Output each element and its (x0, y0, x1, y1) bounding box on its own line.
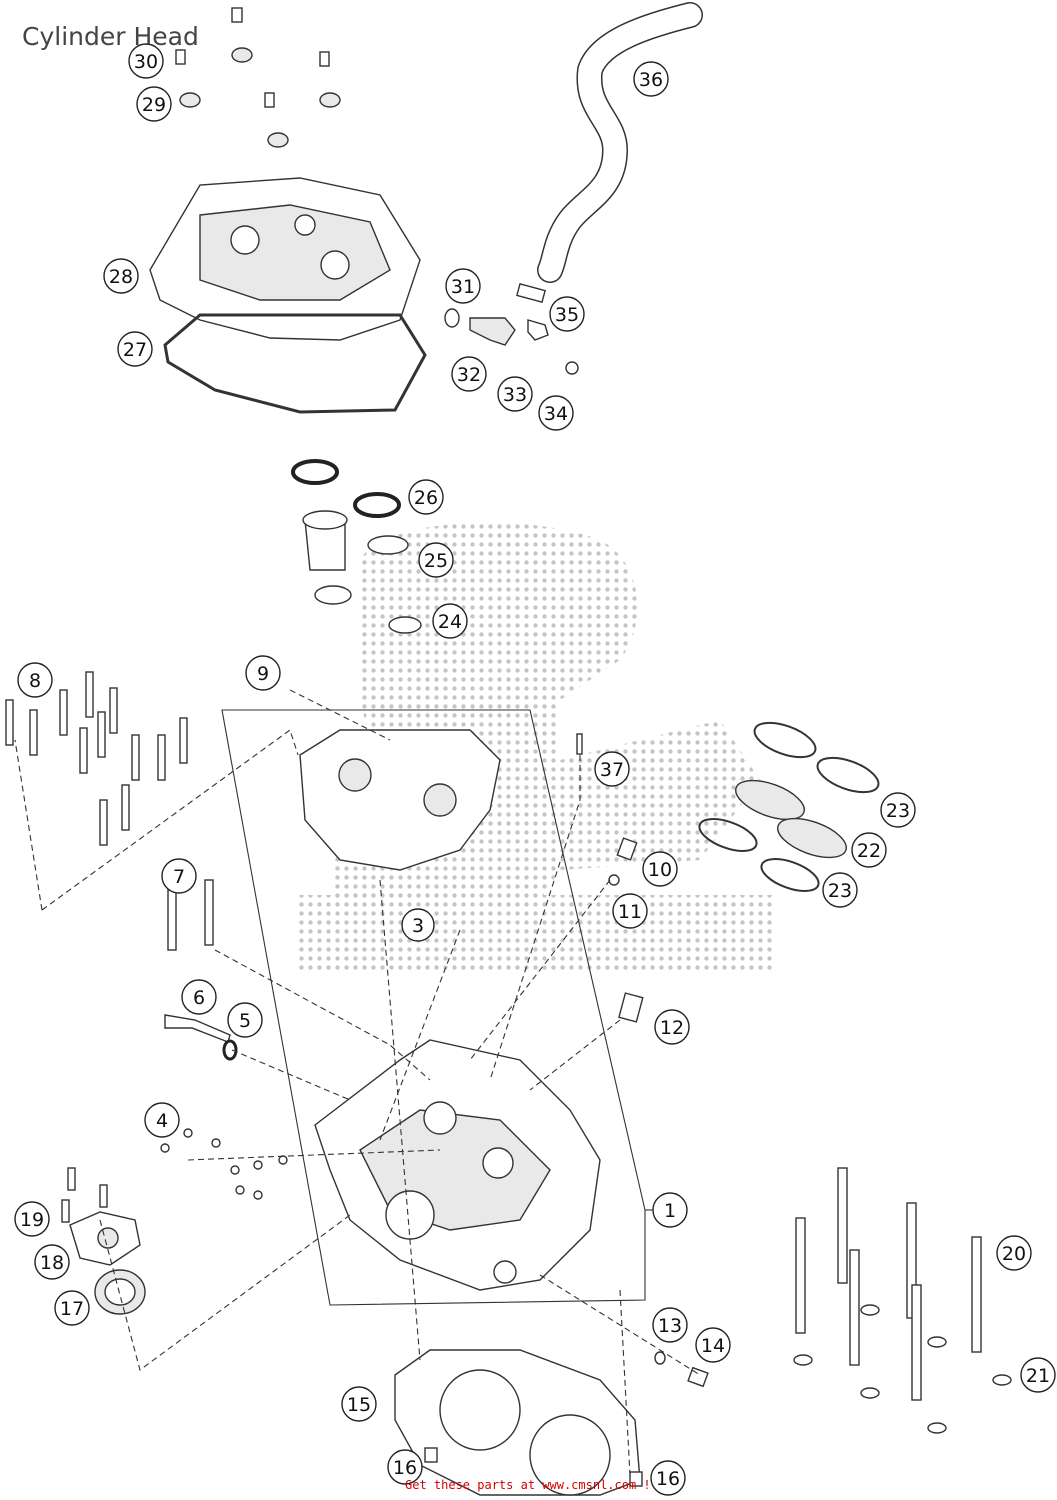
callout-25: 25 (418, 542, 454, 578)
callout-21: 21 (1020, 1357, 1056, 1393)
callout-18-label: 18 (40, 1252, 64, 1274)
cover-bolts-part (175, 7, 341, 148)
head-nut-part (654, 1351, 709, 1388)
callout-4-label: 4 (156, 1110, 168, 1132)
callout-9-label: 9 (257, 663, 269, 685)
breather-hose-part (516, 2, 703, 304)
callout-26-label: 26 (414, 487, 438, 509)
callout-1: 1 (652, 1192, 688, 1228)
callout-7-label: 7 (173, 866, 185, 888)
callout-23b-label: 23 (828, 880, 852, 902)
callout-11: 11 (612, 893, 648, 929)
parts-link-footer[interactable]: Get these parts at www.cmsnl.com ! (405, 1478, 651, 1492)
callout-35-label: 35 (555, 304, 579, 326)
valve-cover-part (149, 177, 421, 341)
callout-27-label: 27 (123, 339, 147, 361)
callout-22: 22 (851, 832, 887, 868)
callout-6-label: 6 (193, 987, 205, 1009)
callout-26: 26 (408, 479, 444, 515)
callout-33-label: 33 (503, 384, 527, 406)
callout-31-label: 31 (451, 276, 475, 298)
callout-15: 15 (341, 1386, 377, 1422)
callout-3: 3 (401, 908, 435, 942)
callout-6: 6 (181, 979, 217, 1015)
callout-8-label: 8 (29, 670, 41, 692)
callout-27: 27 (117, 331, 153, 367)
cylinder-head-part (314, 1039, 601, 1291)
breather-fitting-part (444, 308, 579, 375)
head-gasket-part (394, 1349, 643, 1496)
callout-10-label: 10 (648, 859, 672, 881)
callout-21-label: 21 (1026, 1365, 1050, 1387)
callout-16a-label: 16 (393, 1457, 417, 1479)
callout-20-label: 20 (1002, 1243, 1026, 1265)
callout-34-label: 34 (544, 403, 568, 425)
callout-29-label: 29 (142, 94, 166, 116)
callout-12: 12 (654, 1009, 690, 1045)
callout-17-label: 17 (60, 1298, 84, 1320)
valve-cover-gasket-part (163, 313, 427, 414)
callout-17: 17 (54, 1290, 90, 1326)
callout-36-label: 36 (639, 69, 663, 91)
callout-23b: 23 (822, 872, 858, 908)
callout-22-label: 22 (857, 840, 881, 862)
intake-boots-part (698, 721, 880, 892)
callout-24-label: 24 (438, 611, 462, 633)
callout-32-label: 32 (457, 364, 481, 386)
callout-19-label: 19 (20, 1209, 44, 1231)
callout-34: 34 (538, 395, 574, 431)
callout-13: 13 (652, 1307, 688, 1343)
callout-33: 33 (497, 376, 533, 412)
callout-29: 29 (136, 86, 172, 122)
head-small-bolts-part (160, 879, 288, 1200)
head-bolts-part (793, 1167, 1012, 1434)
callout-8: 8 (17, 662, 53, 698)
callout-19: 19 (14, 1201, 50, 1237)
callout-24: 24 (432, 603, 468, 639)
sensors-part (576, 733, 644, 1023)
callout-10: 10 (642, 851, 678, 887)
callout-23a-label: 23 (886, 800, 910, 822)
callout-28-label: 28 (109, 266, 133, 288)
leader-lines (14, 689, 701, 1476)
callout-4: 4 (144, 1102, 180, 1138)
callout-16b: 16 (650, 1460, 686, 1496)
callout-15-label: 15 (347, 1394, 371, 1416)
callout-28: 28 (103, 258, 139, 294)
callout-31: 31 (445, 268, 481, 304)
callout-5-label: 5 (239, 1010, 251, 1032)
callout-12-label: 12 (660, 1017, 684, 1039)
callout-14-label: 14 (701, 1335, 725, 1357)
carrier-bolts-part (5, 671, 188, 846)
callout-32: 32 (451, 356, 487, 392)
callout-16a: 16 (387, 1449, 423, 1485)
spark-plug-sleeves-part (291, 459, 422, 634)
callout-1-label: 1 (664, 1200, 676, 1222)
callout-35: 35 (549, 296, 585, 332)
callout-30-label: 30 (134, 51, 158, 73)
thermostat-housing-part (61, 1167, 146, 1315)
callout-11-label: 11 (618, 901, 642, 923)
callout-14: 14 (695, 1327, 731, 1363)
callout-9: 9 (245, 655, 281, 691)
callout-3-label: 3 (412, 915, 424, 937)
callout-37-label: 37 (600, 759, 624, 781)
callout-5: 5 (227, 1002, 263, 1038)
callout-18: 18 (34, 1244, 70, 1280)
callout-13-label: 13 (658, 1315, 682, 1337)
page-title: Cylinder Head (22, 22, 199, 51)
callout-7: 7 (161, 858, 197, 894)
callout-30: 30 (128, 43, 164, 79)
callout-20: 20 (996, 1235, 1032, 1271)
callout-25-label: 25 (424, 550, 448, 572)
camshaft-carrier-part (299, 729, 501, 871)
callout-16b-label: 16 (656, 1468, 680, 1490)
callout-37: 37 (594, 751, 630, 787)
callout-36: 36 (633, 61, 669, 97)
callout-23a: 23 (880, 792, 916, 828)
